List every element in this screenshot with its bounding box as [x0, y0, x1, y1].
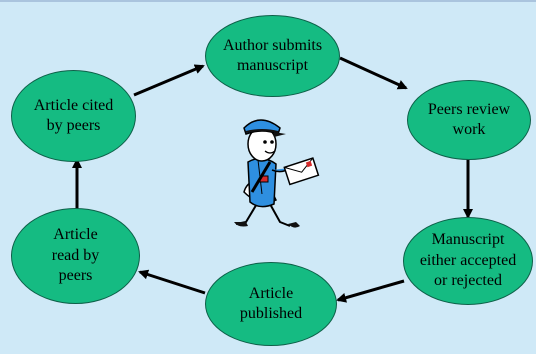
node-author-submits: Author submits manuscript — [205, 15, 340, 97]
node-manuscript-decision: Manuscript either accepted or rejected — [403, 217, 533, 305]
node-read-label: Article read by peers — [51, 226, 100, 285]
node-article-published: Article published — [205, 262, 337, 346]
top-border-line — [0, 0, 536, 2]
node-author-label: Author submits manuscript — [222, 36, 323, 74]
node-decision-label: Manuscript either accepted or rejected — [419, 231, 517, 290]
node-article-read: Article read by peers — [11, 208, 140, 304]
node-review-label: Peers review work — [427, 100, 511, 138]
node-peers-review: Peers review work — [407, 80, 531, 160]
arrow-decision-to-published — [336, 279, 405, 303]
node-published-label: Article published — [239, 284, 303, 322]
arrow-cited-to-author — [133, 64, 205, 97]
mail-carrier-icon — [234, 119, 320, 228]
node-article-cited: Article cited by peers — [11, 70, 136, 162]
arrow-published-to-read — [138, 269, 206, 295]
arrow-author-to-review — [339, 56, 408, 90]
node-cited-label: Article cited by peers — [33, 96, 114, 134]
